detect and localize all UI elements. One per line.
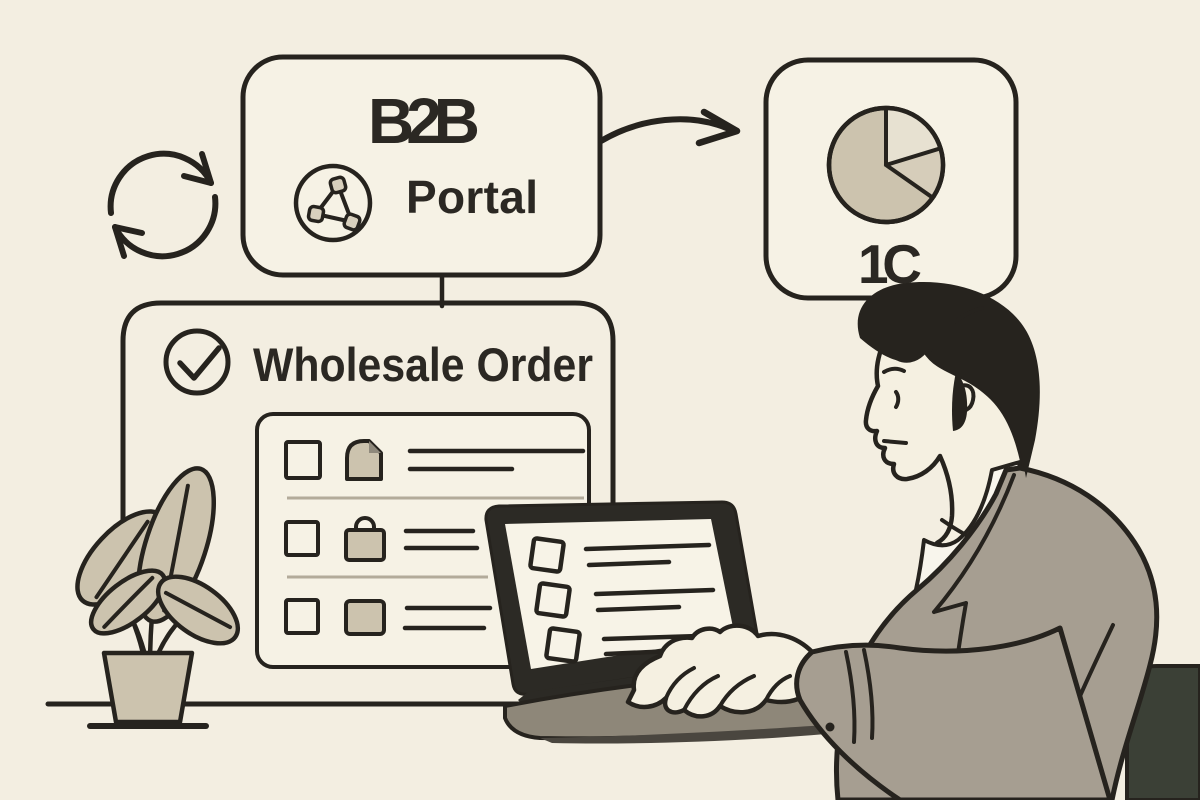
checkbox [544,626,582,664]
finger-lines [664,666,792,712]
checkbox [284,440,322,480]
hair-parting [928,306,984,352]
plant-pot [101,650,195,725]
tag-fold [369,441,381,453]
row-text-lines [407,448,586,472]
leaf [88,568,168,636]
b2b-title: B2B [368,85,480,157]
check-circle-icon [163,328,231,396]
order-box-frame [120,300,616,525]
checkbox [534,581,572,619]
package-icon [344,599,386,636]
pie-chart-icon [826,105,946,225]
potted-plant [75,466,241,729]
bag-handle [354,516,376,534]
mouth [882,439,908,445]
shopping-bag-icon [344,528,386,562]
onec-box: 1C [763,57,1019,301]
checkbox [284,520,320,557]
order-box-title: Wholesale Order [253,338,593,391]
hair [857,282,1040,478]
row-text-lines [403,528,480,551]
order-row-2 [284,516,480,562]
tag-icon [345,439,383,481]
eyebrow [882,366,906,374]
screen-row [534,581,716,619]
cuff-seams [844,648,875,744]
sync-arrows-icon [107,150,219,260]
b2b-portal-box: B2B Portal [240,54,603,278]
sleeve [794,625,1113,800]
row-text-lines [402,605,493,631]
share-network-icon [293,163,373,243]
checkbox [528,536,566,574]
row-text-lines [583,542,712,568]
curved-arrow-right-icon [598,108,741,147]
eye [894,390,901,409]
row-text-lines [593,587,716,613]
order-row-3 [284,598,493,636]
ear [955,383,976,413]
b2b-box-frame [240,54,603,278]
jacket-sleeve [794,625,1113,800]
typing-hand [625,623,823,719]
hand [625,623,823,719]
cuff-button [825,722,835,732]
b2b-subtitle: Portal [406,171,538,223]
screen-row [528,536,712,574]
order-row-1 [284,439,586,481]
checkbox [284,598,320,635]
deck-shadow [540,722,865,744]
leaf [155,574,241,646]
